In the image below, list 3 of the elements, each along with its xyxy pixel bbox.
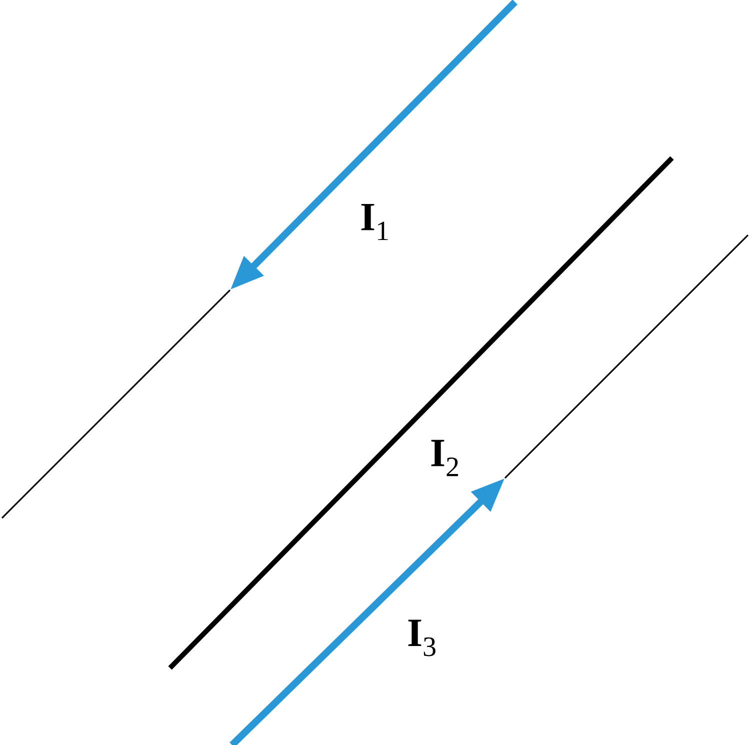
- current-label: I$_{3}$: [408, 620, 436, 656]
- current-label: I$_{1}$: [361, 204, 388, 240]
- current-label: I$_{2}$: [431, 440, 458, 476]
